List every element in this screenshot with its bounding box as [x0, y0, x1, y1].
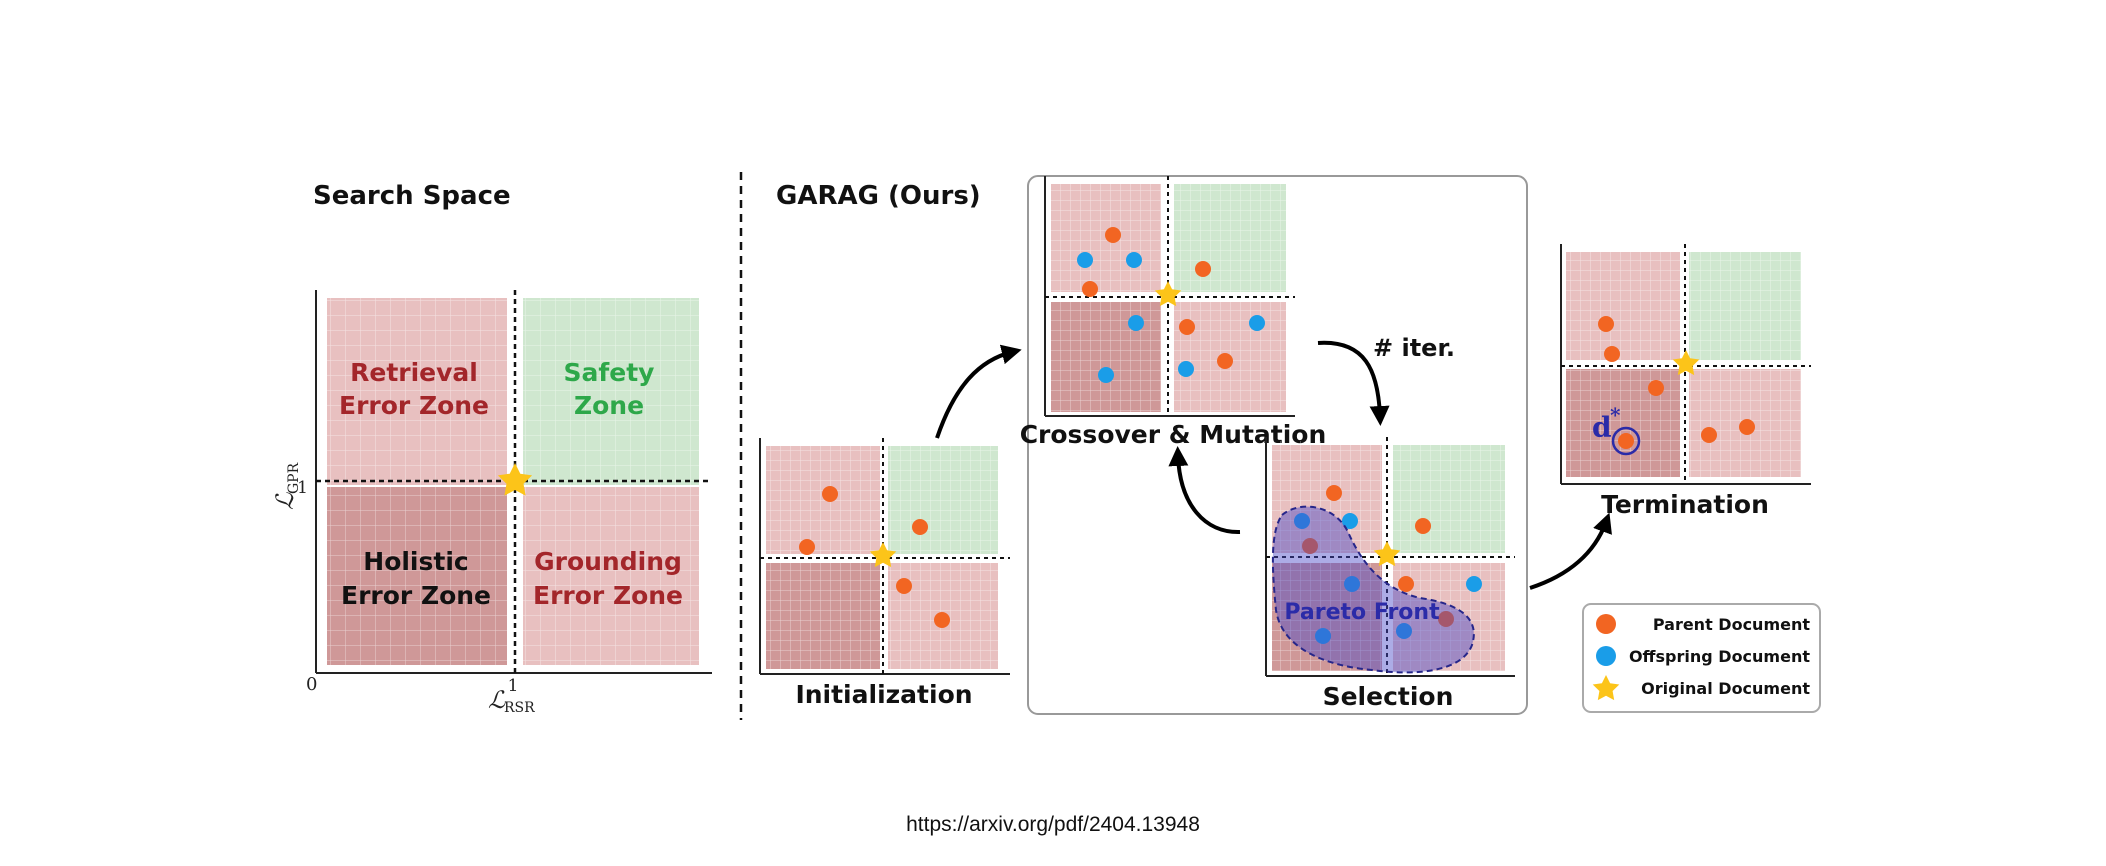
parent-dot [1604, 346, 1620, 362]
legend-box [1582, 603, 1821, 713]
parent-dot [1082, 281, 1098, 297]
parent-dot [1195, 261, 1211, 277]
legend-parent-label: Parent Document [1653, 615, 1811, 634]
offspring-dot [1126, 252, 1142, 268]
svg-text:GPR: GPR [286, 462, 302, 494]
legend-original-label: Original Document [1641, 679, 1810, 698]
parent-dot [1701, 427, 1717, 443]
parent-dot [1217, 353, 1233, 369]
iteration-label: # iter. [1373, 334, 1455, 362]
x-tick-label: 1 [508, 676, 519, 696]
initialization-label: Initialization [795, 680, 972, 709]
crossover-mutation-plot [1044, 176, 1295, 417]
svg-text:ℒ: ℒ [488, 686, 506, 714]
offspring-dot [1315, 628, 1331, 644]
offspring-dot [1344, 576, 1360, 592]
arrow-selection-to-termination [1529, 512, 1612, 590]
parent-dot [799, 539, 815, 555]
safety-zone-line1: Safety [564, 358, 655, 387]
offspring-dot [1178, 361, 1194, 377]
parent-dot [934, 612, 950, 628]
arrow-init-to-crossover [935, 344, 1022, 439]
offspring-dot [1342, 513, 1358, 529]
offspring-dot [1077, 252, 1093, 268]
original-document-star [869, 542, 897, 568]
original-document-star [1154, 281, 1182, 307]
parent-dot [1739, 419, 1755, 435]
retrieval-zone-line1: Retrieval [350, 358, 478, 387]
holistic-zone-line2: Error Zone [341, 581, 491, 610]
offspring-dot [1396, 623, 1412, 639]
original-document-star [497, 463, 533, 496]
parent-dot [912, 519, 928, 535]
offspring-dot [1098, 367, 1114, 383]
origin-label: 0 [306, 674, 317, 695]
original-document-star [1672, 350, 1700, 376]
search-space-plot [315, 290, 712, 674]
legend-offspring-label: Offspring Document [1629, 647, 1810, 666]
parent-dot [1326, 485, 1342, 501]
svg-text:*: * [1610, 403, 1621, 427]
parent-dot [1415, 518, 1431, 534]
termination-label: Termination [1601, 490, 1769, 519]
parent-dot [1398, 576, 1414, 592]
legend-offspring-marker [1596, 646, 1616, 666]
safety-zone-line2: Zone [574, 391, 644, 420]
parent-dot [1179, 319, 1195, 335]
garag-title: GARAG (Ours) [776, 181, 981, 211]
parent-dot [1438, 611, 1454, 627]
offspring-dot [1466, 576, 1482, 592]
svg-text:RSR: RSR [504, 700, 535, 716]
retrieval-zone-line2: Error Zone [339, 391, 489, 420]
termination-plot [1560, 244, 1811, 485]
legend-original-marker [1592, 675, 1620, 701]
ga-loop-frame [1027, 175, 1528, 715]
selection-label: Selection [1323, 682, 1454, 711]
parent-dot [822, 486, 838, 502]
offspring-dot [1249, 315, 1265, 331]
optimal-document-label: d * [1592, 403, 1621, 444]
grounding-zone-line2: Error Zone [533, 581, 683, 610]
selected-document-ring [1611, 426, 1641, 456]
selection-plot [1265, 437, 1515, 677]
pareto-front-label: Pareto Front [1284, 600, 1440, 625]
original-document-star [1373, 541, 1401, 567]
x-axis-label: ℒ RSR [488, 686, 535, 716]
parent-dot [1302, 538, 1318, 554]
parent-dot [1105, 227, 1121, 243]
search-space-title: Search Space [313, 181, 511, 211]
initialization-plot [759, 438, 1010, 675]
parent-dot [1618, 433, 1634, 449]
parent-dot [896, 578, 912, 594]
y-tick-label: 1 [297, 478, 308, 498]
offspring-dot [1128, 315, 1144, 331]
offspring-dot [1294, 513, 1310, 529]
svg-text:ℒ: ℒ [271, 492, 299, 510]
holistic-zone-line1: Holistic [363, 547, 468, 576]
arrow-crossover-to-selection [1317, 340, 1390, 426]
source-url: https://arxiv.org/pdf/2404.13948 [906, 813, 1200, 836]
y-axis-label: ℒ GPR [271, 462, 302, 510]
grounding-zone-line1: Grounding [534, 547, 682, 576]
arrow-selection-to-crossover [1168, 446, 1241, 535]
svg-text:d: d [1592, 411, 1612, 444]
parent-dot [1598, 316, 1614, 332]
legend-parent-marker [1596, 614, 1616, 634]
pareto-front-region [1271, 505, 1475, 674]
parent-dot [1648, 380, 1664, 396]
